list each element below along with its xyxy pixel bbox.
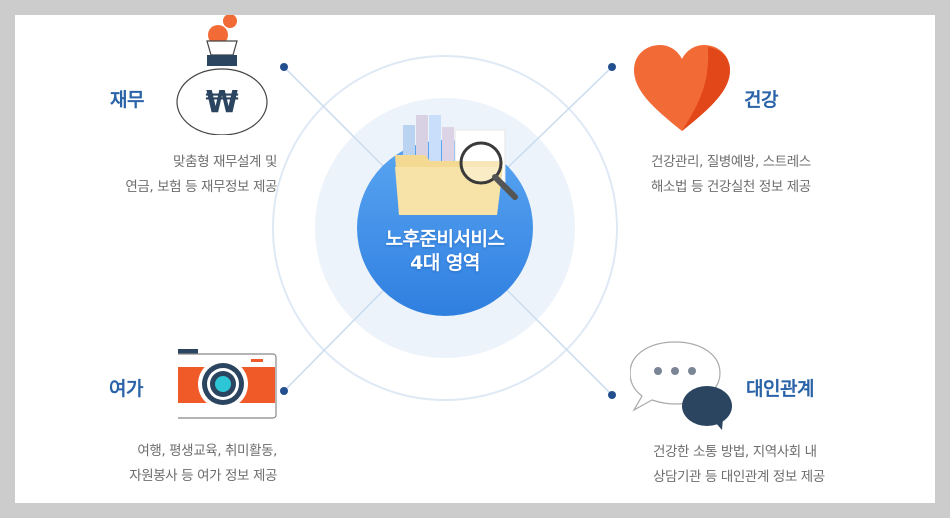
dot-health	[608, 63, 616, 71]
camera-icon	[178, 349, 277, 419]
desc-line: 건강관리, 질병예방, 스트레스	[651, 154, 811, 170]
area-title-finance: 재무	[110, 89, 144, 111]
area-title-leisure: 여가	[109, 378, 143, 400]
area-title-health: 건강	[744, 89, 778, 111]
area-desc-leisure: 여행, 평생교육, 취미활동, 자원봉사 등 여가 정보 제공	[45, 439, 277, 489]
dot-relations	[608, 391, 616, 399]
desc-line: 상담기관 등 대인관계 정보 제공	[653, 469, 825, 485]
area-desc-relations: 건강한 소통 방법, 지역사회 내 상담기관 등 대인관계 정보 제공	[653, 440, 923, 490]
area-title-relations: 대인관계	[746, 378, 814, 400]
desc-line: 해소법 등 건강실천 정보 제공	[651, 179, 811, 195]
svg-text:₩: ₩	[205, 85, 238, 120]
area-desc-health: 건강관리, 질병예방, 스트레스 해소법 등 건강실천 정보 제공	[651, 150, 911, 200]
folder-magnifier-icon	[395, 115, 518, 215]
desc-line: 연금, 보험 등 재무정보 제공	[125, 179, 277, 195]
heart-icon	[634, 45, 730, 131]
desc-line: 여행, 평생교육, 취미활동,	[137, 443, 277, 459]
center-label-line1: 노후준비서비스	[385, 228, 505, 250]
outer-ring	[272, 55, 618, 401]
center-label-line2: 4대 영역	[410, 252, 480, 274]
desc-line: 맞춤형 재무설계 및	[173, 154, 277, 170]
infographic-panel: 노후준비서비스 4대 영역 재무 ₩ 맞춤형 재무설계 및 연금, 보험 등 재…	[15, 15, 935, 503]
center-label: 노후준비서비스 4대 영역	[357, 227, 533, 275]
dot-finance	[280, 63, 288, 71]
money-bag-won-icon: ₩	[176, 15, 268, 135]
area-desc-finance: 맞춤형 재무설계 및 연금, 보험 등 재무정보 제공	[55, 150, 277, 200]
desc-line: 건강한 소통 방법, 지역사회 내	[653, 444, 817, 460]
dot-leisure	[280, 387, 288, 395]
desc-line: 자원봉사 등 여가 정보 제공	[129, 468, 277, 484]
speech-bubbles-icon	[630, 341, 732, 430]
